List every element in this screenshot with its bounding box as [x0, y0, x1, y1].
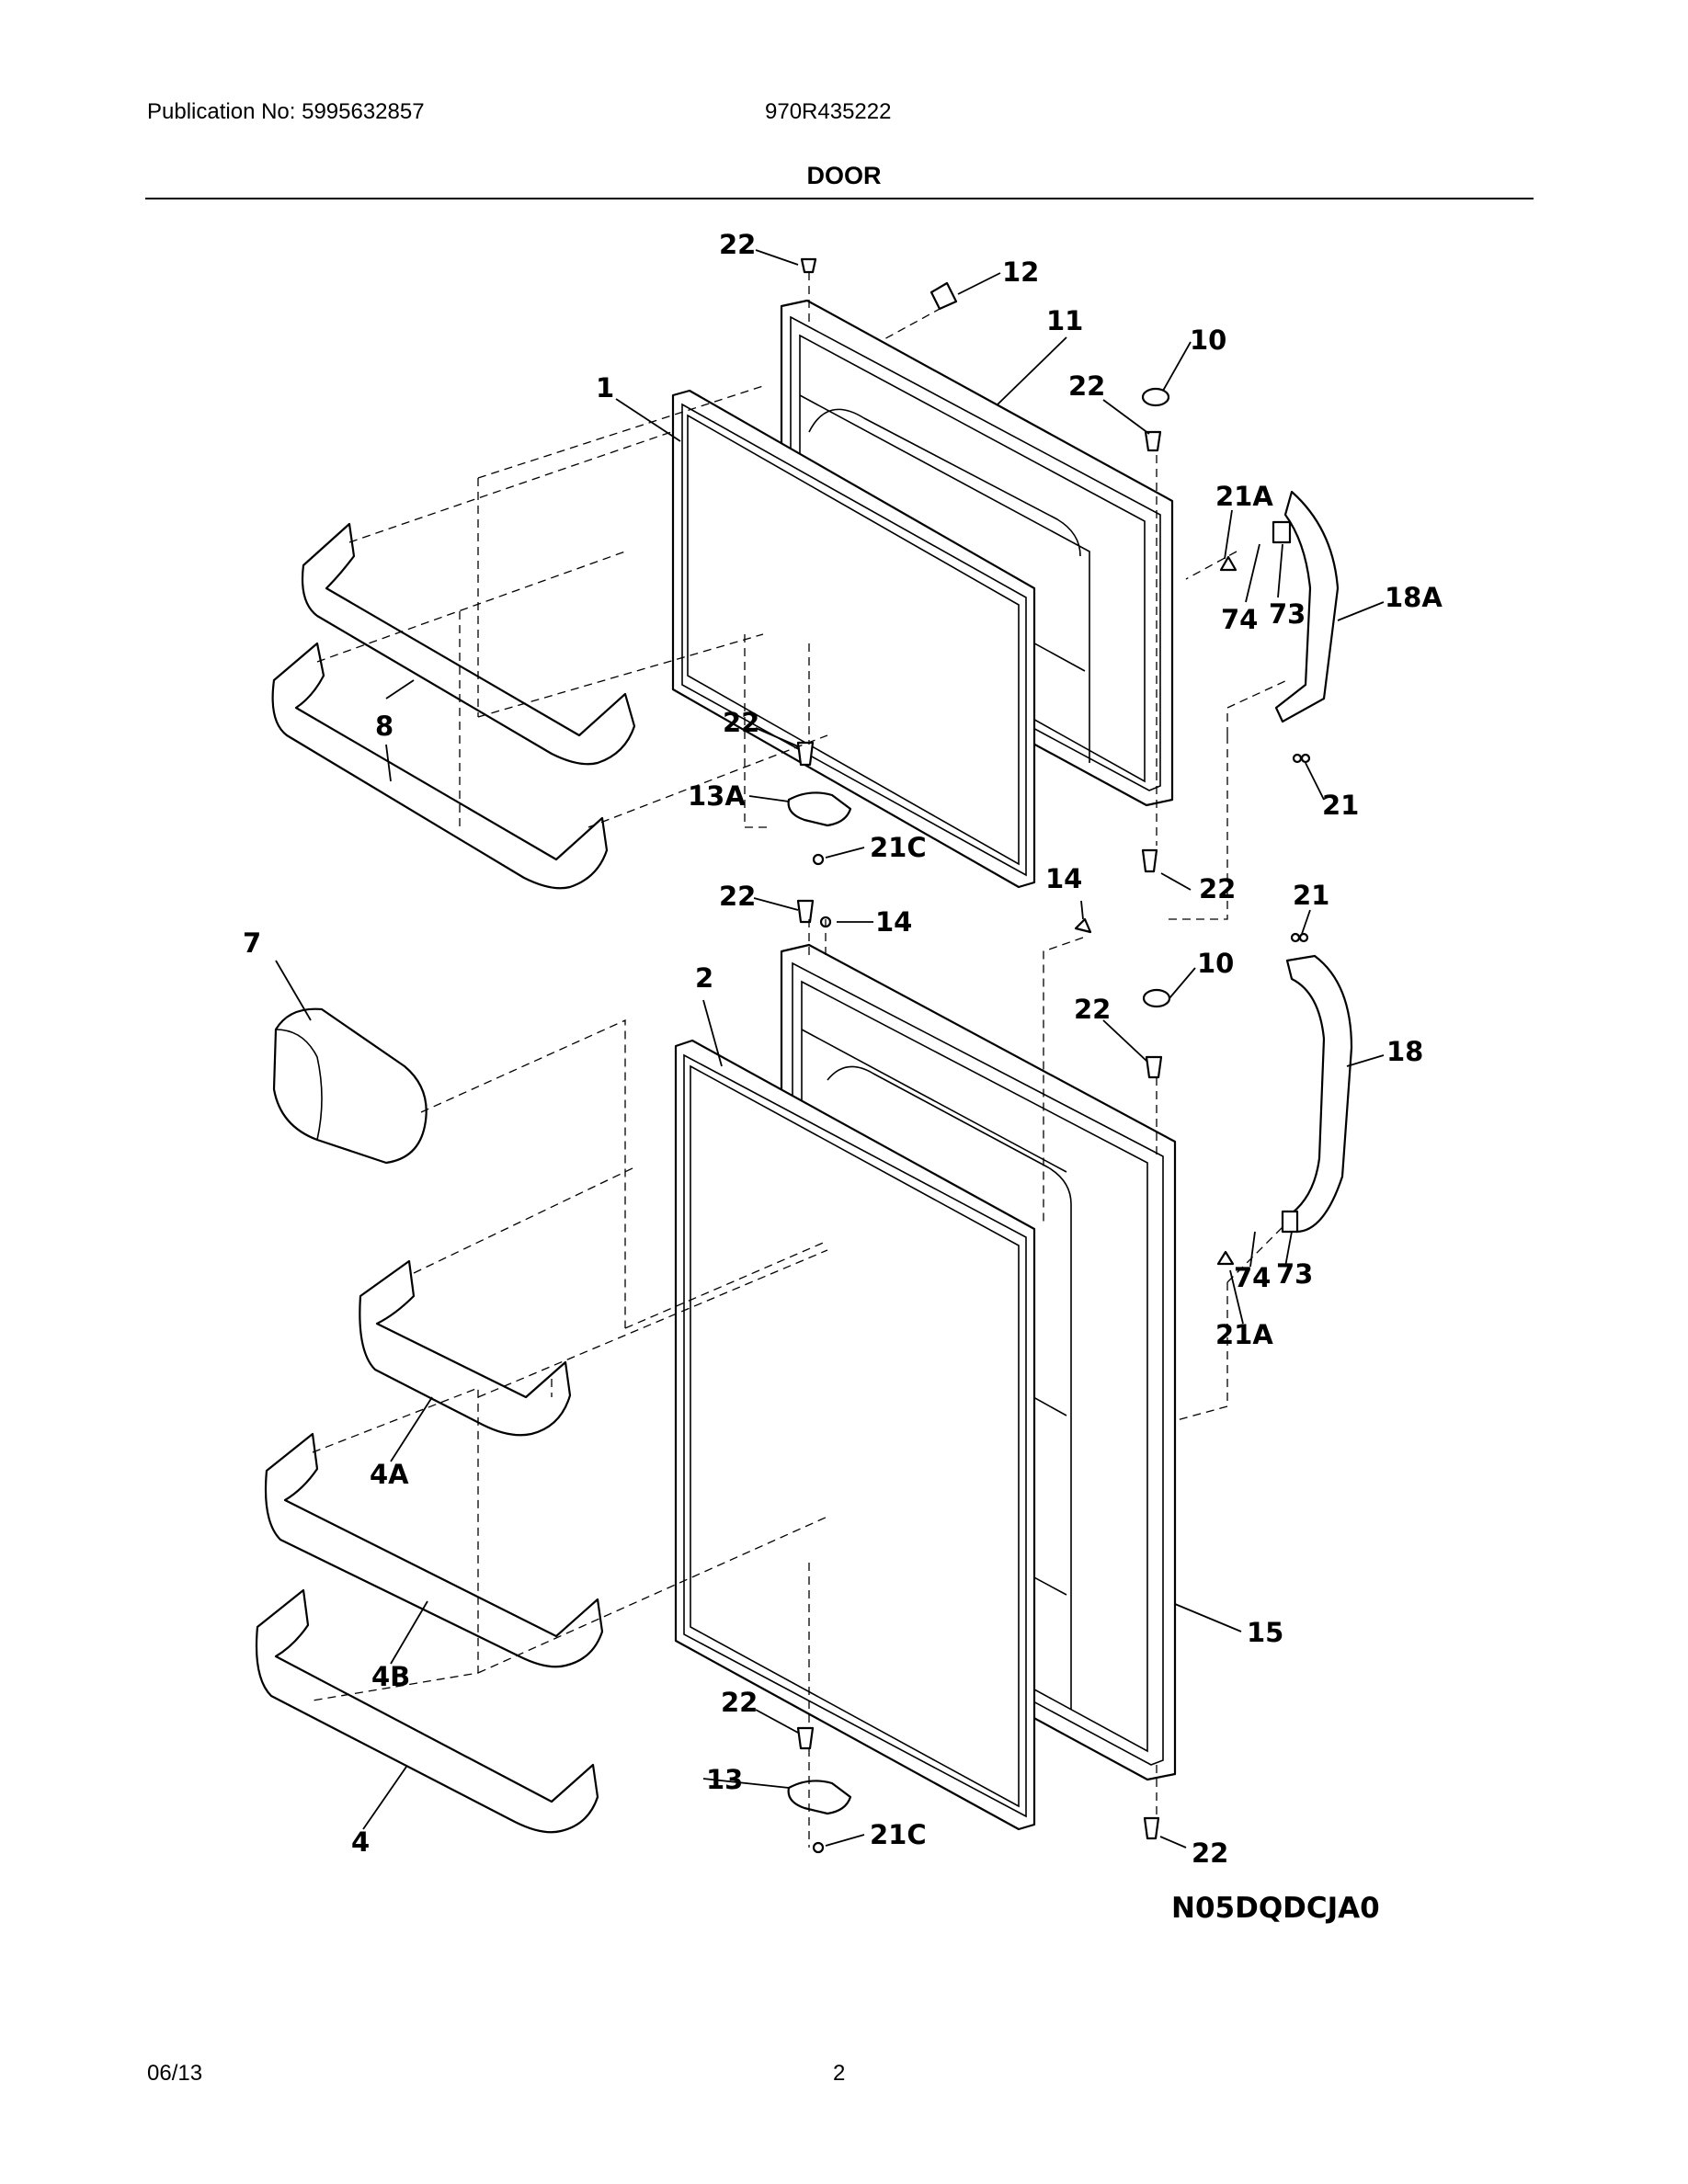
callout-22: 22 [1199, 873, 1236, 904]
dairy-bin-cover-part [272, 1007, 428, 1165]
freezer-gasket-part [671, 389, 1036, 889]
fresh-food-handle-part [1285, 954, 1353, 1234]
callout-22: 22 [719, 229, 756, 260]
callout-labels: 22 12 11 10 22 1 21A 18A 74 73 8 22 13A … [243, 229, 1443, 1925]
callout-8: 8 [375, 711, 393, 742]
callout-21c: 21C [870, 1819, 927, 1850]
fresh-food-gasket-part [674, 1039, 1036, 1831]
footer-date: 06/13 [147, 2061, 203, 2086]
assembly-dash-lines [312, 272, 1288, 1848]
callout-18: 18 [1386, 1036, 1423, 1067]
callout-21: 21 [1293, 880, 1329, 911]
callout-4a: 4A [370, 1459, 409, 1490]
callout-7: 7 [243, 927, 261, 959]
callout-13a: 13A [688, 780, 746, 812]
drawing-code: N05DQDCJA0 [1171, 1892, 1380, 1925]
callout-14: 14 [1045, 863, 1082, 894]
callout-73: 73 [1276, 1258, 1313, 1290]
callout-22: 22 [1192, 1837, 1228, 1869]
callout-4b: 4B [371, 1661, 410, 1692]
hinge-13a-part [787, 791, 852, 827]
callout-21a: 21A [1215, 1319, 1273, 1350]
callout-15: 15 [1247, 1617, 1283, 1648]
door-bin-4 [255, 1588, 599, 1834]
callout-1: 1 [596, 372, 614, 404]
callout-22: 22 [723, 707, 759, 738]
freezer-handle-part [1274, 490, 1340, 723]
footer-page-number: 2 [833, 2061, 846, 2086]
callout-13: 13 [706, 1764, 743, 1795]
callout-74: 74 [1221, 604, 1258, 635]
callout-22: 22 [1068, 370, 1105, 402]
door-bin-4a [359, 1259, 572, 1437]
model-number: 970R435222 [765, 99, 892, 124]
callout-22: 22 [1074, 994, 1111, 1025]
callout-14: 14 [875, 906, 912, 938]
callout-leader-lines [275, 249, 1385, 1848]
callout-21: 21 [1322, 790, 1359, 821]
callout-11: 11 [1046, 305, 1083, 336]
freezer-shelf-bar-lower [271, 642, 609, 890]
callout-2: 2 [695, 962, 713, 994]
section-title: DOOR [806, 162, 882, 189]
callout-21c: 21C [870, 832, 927, 863]
callout-73: 73 [1269, 598, 1306, 630]
callout-10: 10 [1197, 948, 1234, 979]
callout-22: 22 [719, 881, 756, 912]
hinge-13-part [787, 1780, 852, 1815]
publication-number: Publication No: 5995632857 [147, 99, 425, 124]
header-rule [145, 198, 1534, 199]
callout-12: 12 [1002, 256, 1039, 288]
callout-74: 74 [1234, 1262, 1271, 1293]
callout-18a: 18A [1385, 582, 1443, 613]
callout-10: 10 [1190, 324, 1226, 356]
callout-4: 4 [351, 1826, 370, 1858]
small-fasteners [796, 257, 1311, 1854]
callout-22: 22 [721, 1687, 758, 1718]
callout-21a: 21A [1215, 481, 1273, 512]
door-bin-4b [264, 1432, 604, 1668]
freezer-shelf-bar-upper [301, 522, 636, 766]
